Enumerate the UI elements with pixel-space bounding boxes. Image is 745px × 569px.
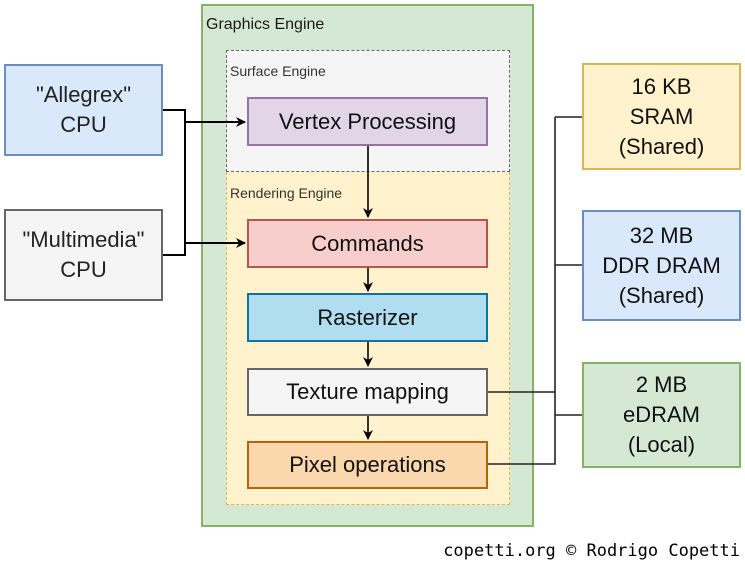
sram-node: 16 KB SRAM (Shared): [582, 63, 741, 170]
allegrex-cpu-node: "Allegrex" CPU: [4, 64, 163, 156]
multimedia-cpu-node: "Multimedia" CPU: [4, 209, 163, 301]
rasterizer-node: Rasterizer: [247, 293, 488, 342]
ddr-dram-node: 32 MB DDR DRAM (Shared): [582, 210, 741, 321]
credit-text: copetti.org © Rodrigo Copetti: [443, 541, 740, 561]
allegrex-to-bus-wire: [163, 109, 186, 256]
pixel-operations-node: Pixel operations: [247, 441, 488, 489]
edram-node: 2 MB eDRAM (Local): [582, 362, 741, 468]
commands-node: Commands: [247, 219, 488, 268]
graphics-engine-label: Graphics Engine: [206, 16, 325, 33]
texture-mapping-node: Texture mapping: [247, 368, 488, 416]
rendering-engine-label: Rendering Engine: [230, 185, 343, 201]
surface-engine-label: Surface Engine: [230, 63, 326, 79]
vertex-processing-node: Vertex Processing: [247, 97, 488, 146]
